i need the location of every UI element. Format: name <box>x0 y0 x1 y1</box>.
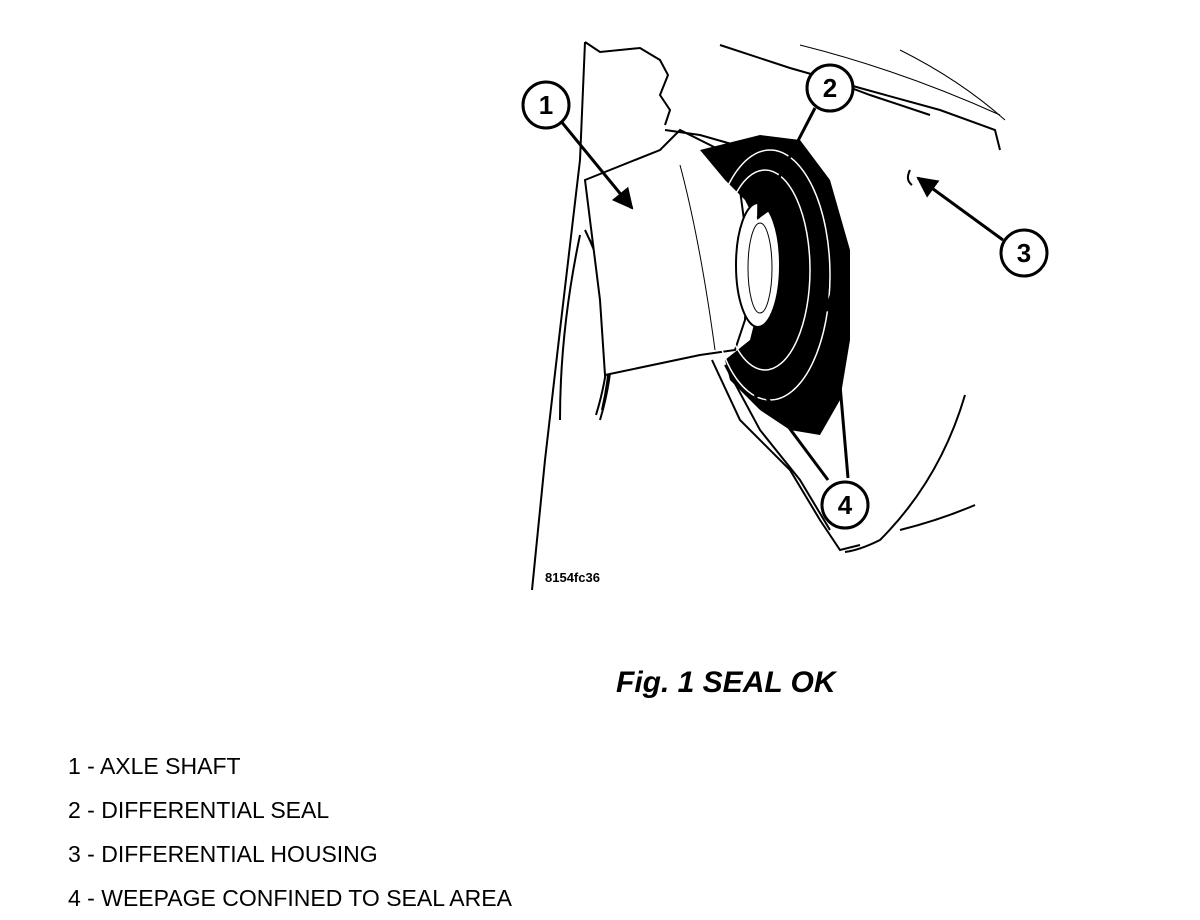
legend-item: 4 - WEEPAGE CONFINED TO SEAL AREA <box>68 885 512 911</box>
callout-3-number: 3 <box>1017 238 1031 268</box>
seal-bore <box>735 202 781 328</box>
callout-3: 3 <box>999 228 1049 278</box>
legend-item: 3 - DIFFERENTIAL HOUSING <box>68 841 378 867</box>
housing-left-edge <box>531 41 586 591</box>
leader-4b <box>823 289 850 479</box>
legend-item: 1 - AXLE SHAFT <box>68 753 241 779</box>
figure-code: 8154fc36 <box>545 570 600 585</box>
figure-caption: Fig. 1 SEAL OK <box>616 666 836 699</box>
callout-1: 1 <box>521 80 571 130</box>
callout-1-number: 1 <box>539 90 553 120</box>
leader-4a <box>750 376 830 481</box>
callout-4: 4 <box>820 480 870 530</box>
callout-2: 2 <box>805 63 855 113</box>
legend-item: 2 - DIFFERENTIAL SEAL <box>68 797 330 823</box>
callout-2-number: 2 <box>823 73 837 103</box>
legend: 1 - AXLE SHAFT 2 - DIFFERENTIAL SEAL 3 -… <box>68 744 512 920</box>
leader-1 <box>558 119 634 210</box>
leader-3 <box>916 176 1004 242</box>
callout-leaders <box>558 107 1004 481</box>
callout-4-number: 4 <box>838 490 853 520</box>
lower-housing <box>711 359 976 553</box>
leader-2 <box>756 107 817 220</box>
